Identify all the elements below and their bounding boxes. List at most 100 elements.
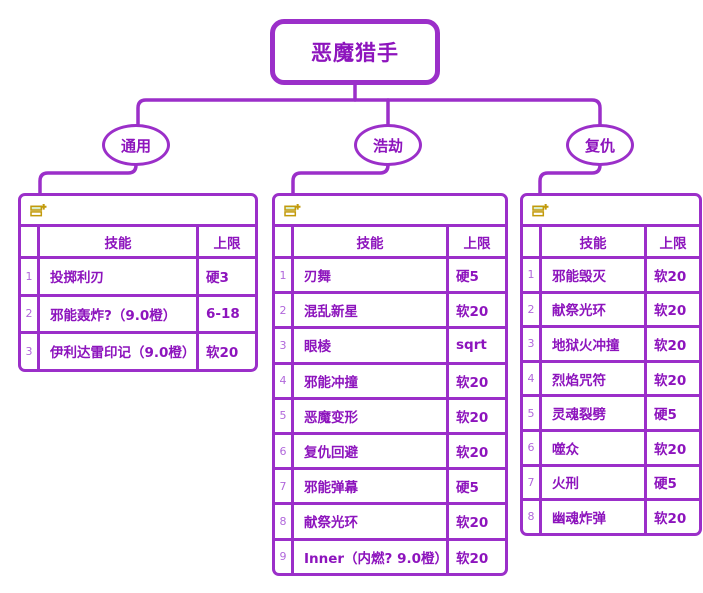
limit-cell[interactable]: 6-18	[206, 305, 240, 322]
table-row: 7 邪能弹幕 硬5	[275, 470, 505, 506]
table-toolbar	[21, 196, 255, 227]
skill-cell[interactable]: 投掷利刃	[40, 259, 199, 294]
limit-cell[interactable]: 软20	[206, 345, 239, 362]
header-skill: 技能	[542, 227, 647, 256]
branch-node-vengeance[interactable]: 复仇	[566, 124, 634, 166]
table-row: 8 献祭光环 软20	[275, 505, 505, 541]
insert-row-icon[interactable]	[30, 203, 47, 218]
table-toolbar	[275, 196, 505, 227]
header-index-cell	[275, 227, 294, 256]
skill-table-general: 技能 上限 1 投掷利刃 硬3 2 邪能轰炸?（9.0橙） 6-18 3 伊利达…	[18, 193, 258, 372]
limit-cell[interactable]: 软20	[456, 409, 489, 426]
row-index: 4	[275, 364, 294, 397]
row-index: 3	[523, 328, 542, 360]
limit-cell[interactable]: sqrt	[456, 337, 487, 354]
skill-cell[interactable]: 献祭光环	[294, 505, 449, 538]
table-row: 6 噬众 软20	[523, 431, 699, 467]
header-index-cell	[21, 227, 40, 256]
skill-cell[interactable]: 火刑	[542, 466, 647, 499]
row-index: 3	[275, 329, 294, 362]
row-index: 6	[523, 431, 542, 464]
header-skill: 技能	[40, 227, 199, 256]
header-index-cell	[523, 227, 542, 256]
table-row: 5 恶魔变形 软20	[275, 399, 505, 435]
table-header-row: 技能 上限	[523, 227, 699, 259]
row-index: 8	[523, 501, 542, 533]
limit-cell[interactable]: 软20	[456, 374, 489, 391]
row-index: 7	[523, 466, 542, 499]
branch-node-label: 浩劫	[372, 136, 403, 155]
skill-cell[interactable]: 邪能冲撞	[294, 364, 449, 397]
table-row: 1 邪能毁灭 软20	[523, 259, 699, 294]
skill-cell[interactable]: 地狱火冲撞	[542, 328, 647, 360]
limit-cell[interactable]: 软20	[456, 515, 489, 532]
row-index: 5	[523, 397, 542, 429]
row-index: 6	[275, 434, 294, 468]
limit-cell[interactable]: 硬5	[654, 407, 677, 424]
table-row: 3 地狱火冲撞 软20	[523, 328, 699, 363]
limit-cell[interactable]: 硬5	[654, 476, 677, 493]
row-index: 5	[275, 399, 294, 432]
limit-cell[interactable]: 软20	[654, 268, 687, 285]
table-toolbar	[523, 196, 699, 227]
table-row: 8 幽魂炸弹 软20	[523, 501, 699, 533]
table-row: 1 刃舞 硬5	[275, 259, 505, 295]
skill-cell[interactable]: 伊利达雷印记（9.0橙）	[40, 334, 199, 369]
table-header-row: 技能 上限	[21, 227, 255, 259]
limit-cell[interactable]: 软20	[654, 441, 687, 458]
row-index: 2	[275, 294, 294, 327]
table-header-row: 技能 上限	[275, 227, 505, 259]
table-row: 4 烈焰咒符 软20	[523, 362, 699, 398]
branch-node-havoc[interactable]: 浩劫	[354, 124, 422, 166]
table-row: 5 灵魂裂劈 硬5	[523, 397, 699, 432]
table-row: 3 眼棱 sqrt	[275, 329, 505, 365]
table-row: 1 投掷利刃 硬3	[21, 259, 255, 297]
limit-cell[interactable]: 软20	[456, 304, 489, 321]
limit-cell[interactable]: 软20	[654, 510, 687, 527]
table-row: 7 火刑 硬5	[523, 466, 699, 502]
row-index: 7	[275, 470, 294, 503]
skill-cell[interactable]: 献祭光环	[542, 293, 647, 326]
header-skill: 技能	[294, 227, 449, 256]
skill-cell[interactable]: 灵魂裂劈	[542, 397, 647, 429]
skill-cell[interactable]: 混乱新星	[294, 294, 449, 327]
table-row: 2 邪能轰炸?（9.0橙） 6-18	[21, 296, 255, 334]
header-limit: 上限	[659, 235, 687, 252]
table-row: 3 伊利达雷印记（9.0橙） 软20	[21, 334, 255, 369]
skill-table-havoc: 技能 上限 1 刃舞 硬5 2 混乱新星 软20 3 眼棱 sqrt 4 邪能冲…	[272, 193, 508, 576]
branch-node-general[interactable]: 通用	[102, 124, 170, 166]
root-node-label: 恶魔猎手	[311, 41, 399, 65]
row-index: 1	[523, 259, 542, 291]
limit-cell[interactable]: 硬5	[456, 480, 479, 497]
skill-cell[interactable]: 刃舞	[294, 259, 449, 292]
table-row: 4 邪能冲撞 软20	[275, 364, 505, 400]
skill-cell[interactable]: 邪能弹幕	[294, 470, 449, 503]
skill-cell[interactable]: 幽魂炸弹	[542, 501, 647, 533]
skill-cell[interactable]: 邪能轰炸?（9.0橙）	[40, 296, 199, 331]
skill-cell[interactable]: 眼棱	[294, 329, 449, 362]
insert-row-icon[interactable]	[284, 203, 301, 218]
limit-cell[interactable]: 硬5	[456, 269, 479, 286]
header-limit: 上限	[213, 235, 241, 252]
limit-cell[interactable]: 软20	[456, 445, 489, 462]
root-node[interactable]: 恶魔猎手	[270, 19, 440, 85]
skill-cell[interactable]: 恶魔变形	[294, 399, 449, 432]
limit-cell[interactable]: 软20	[456, 550, 489, 567]
skill-cell[interactable]: 烈焰咒符	[542, 362, 647, 395]
skill-cell[interactable]: 复仇回避	[294, 434, 449, 468]
row-index: 8	[275, 505, 294, 538]
limit-cell[interactable]: 软20	[654, 303, 687, 320]
limit-cell[interactable]: 软20	[654, 372, 687, 389]
limit-cell[interactable]: 硬3	[206, 270, 229, 287]
limit-cell[interactable]: 软20	[654, 337, 687, 354]
insert-row-icon[interactable]	[532, 203, 549, 218]
row-index: 1	[275, 259, 294, 292]
skill-cell[interactable]: 噬众	[542, 431, 647, 464]
table-row: 2 献祭光环 软20	[523, 293, 699, 329]
row-index: 2	[21, 296, 40, 331]
row-index: 1	[21, 259, 40, 294]
skill-cell[interactable]: Inner（内燃? 9.0橙）	[294, 540, 449, 573]
skill-cell[interactable]: 邪能毁灭	[542, 259, 647, 291]
